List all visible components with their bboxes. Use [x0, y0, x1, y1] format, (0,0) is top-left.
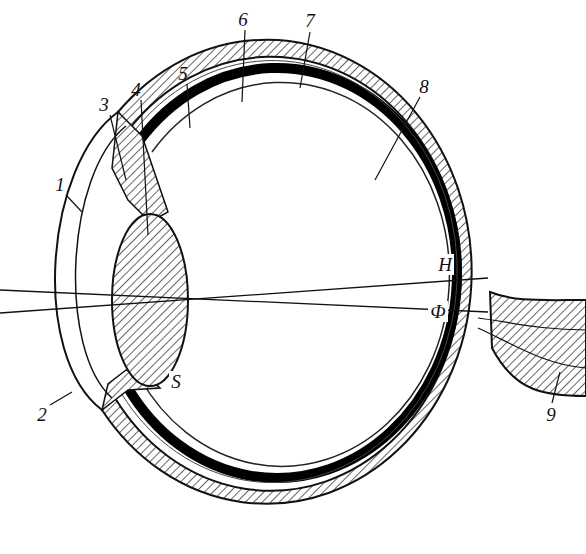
cornea-inner — [76, 126, 126, 398]
callout-number: 2 — [35, 404, 49, 425]
callout-number: 3 — [97, 94, 111, 115]
callout-number: 6 — [236, 9, 250, 30]
callout-number: 9 — [544, 404, 558, 425]
callout-number: 1 — [53, 174, 67, 195]
sclera — [102, 40, 472, 504]
light-ray — [0, 290, 488, 312]
point-letter: H — [436, 254, 454, 275]
cornea — [55, 112, 118, 410]
point-letter: S — [169, 371, 183, 392]
callout-number: 8 — [417, 76, 431, 97]
leader-lines — [50, 30, 560, 405]
optic-nerve — [490, 292, 586, 396]
point-letter: Ф — [428, 301, 447, 322]
light-ray — [0, 278, 488, 313]
callout-number: 4 — [129, 79, 143, 100]
ciliary-body-top — [112, 112, 168, 222]
callout-number: 7 — [303, 10, 317, 31]
callout-number: 5 — [176, 63, 190, 84]
optic-nerve-core — [478, 318, 586, 368]
